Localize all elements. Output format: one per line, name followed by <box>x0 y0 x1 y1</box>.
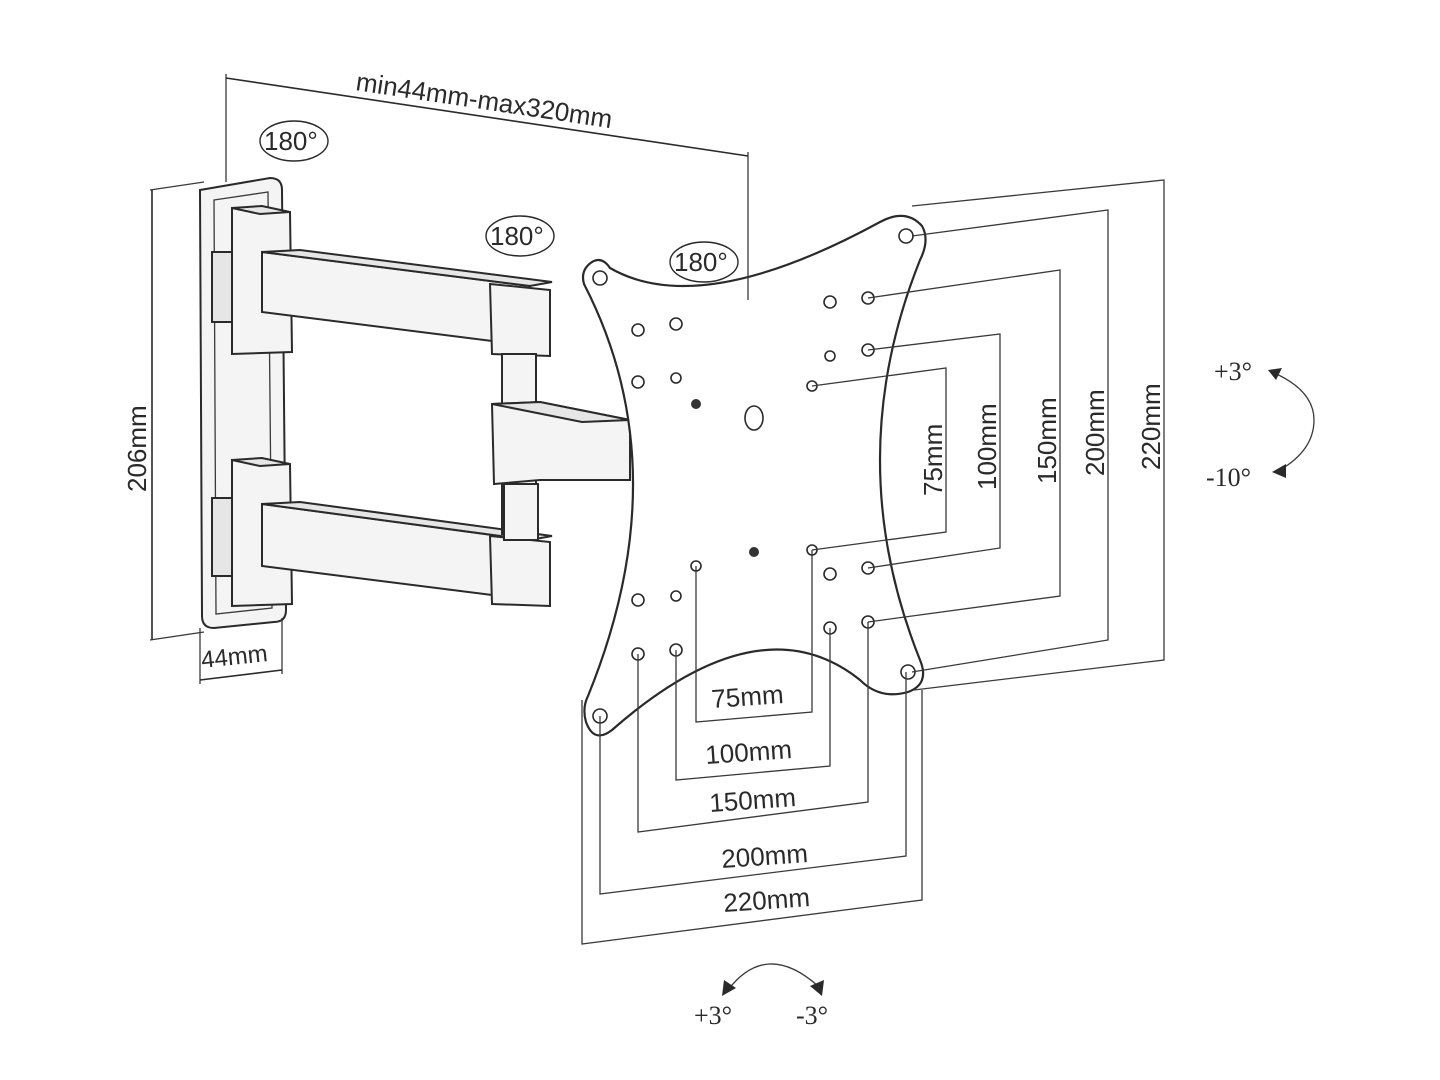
tilt-up-label: +3° <box>1214 357 1252 386</box>
vesa-plate <box>581 214 927 737</box>
swivel-left-arrow-icon <box>722 980 736 996</box>
vesa-h-150-label: 150mm <box>708 782 797 818</box>
tilt-down-arrow-icon <box>1272 464 1286 478</box>
rotation-middle-label: 180° <box>490 221 544 251</box>
vesa-h-75-label: 75mm <box>710 679 784 714</box>
rotation-middle-badge: 180° <box>485 215 555 257</box>
vesa-v-150-label: 150mm <box>1032 397 1062 484</box>
wall-plate-height-dimension: 206mm <box>122 181 205 641</box>
wall-plate-depth-label: 44mm <box>200 640 269 674</box>
vesa-horizontal-dimensions: 75mm 100mm 150mm 200mm 220mm <box>581 550 923 945</box>
tilt-indicator: +3° -10° <box>1206 357 1315 492</box>
lower-arm <box>231 456 553 608</box>
vesa-vertical-dimensions: 220mm 200mm 150mm 100mm 75mm <box>811 179 1166 691</box>
upper-arm <box>231 204 553 358</box>
vesa-h-200-label: 200mm <box>720 838 809 874</box>
rotation-wall-label: 180° <box>264 126 318 156</box>
swivel-right-label: -3° <box>796 1001 828 1030</box>
vesa-v-75-label: 75mm <box>918 424 948 496</box>
tilt-down-label: -10° <box>1206 463 1251 492</box>
arm-extension-label: min44mm-max320mm <box>354 66 614 134</box>
swivel-left-label: +3° <box>694 1001 732 1030</box>
rotation-head-badge: 180° <box>669 241 739 283</box>
vesa-v-100-label: 100mm <box>972 403 1002 490</box>
rotation-wall-badge: 180° <box>259 120 329 162</box>
wall-plate-height-label: 206mm <box>122 405 152 492</box>
vesa-h-100-label: 100mm <box>704 734 793 770</box>
swivel-right-arrow-icon <box>810 980 824 996</box>
tilt-up-arrow-icon <box>1268 368 1282 380</box>
swivel-indicator: +3° -3° <box>694 963 828 1030</box>
middle-joint <box>490 353 631 541</box>
vesa-v-200-label: 200mm <box>1080 389 1110 476</box>
vesa-v-220-label: 220mm <box>1136 383 1166 470</box>
rotation-head-label: 180° <box>674 247 728 277</box>
vesa-h-220-label: 220mm <box>722 882 811 918</box>
